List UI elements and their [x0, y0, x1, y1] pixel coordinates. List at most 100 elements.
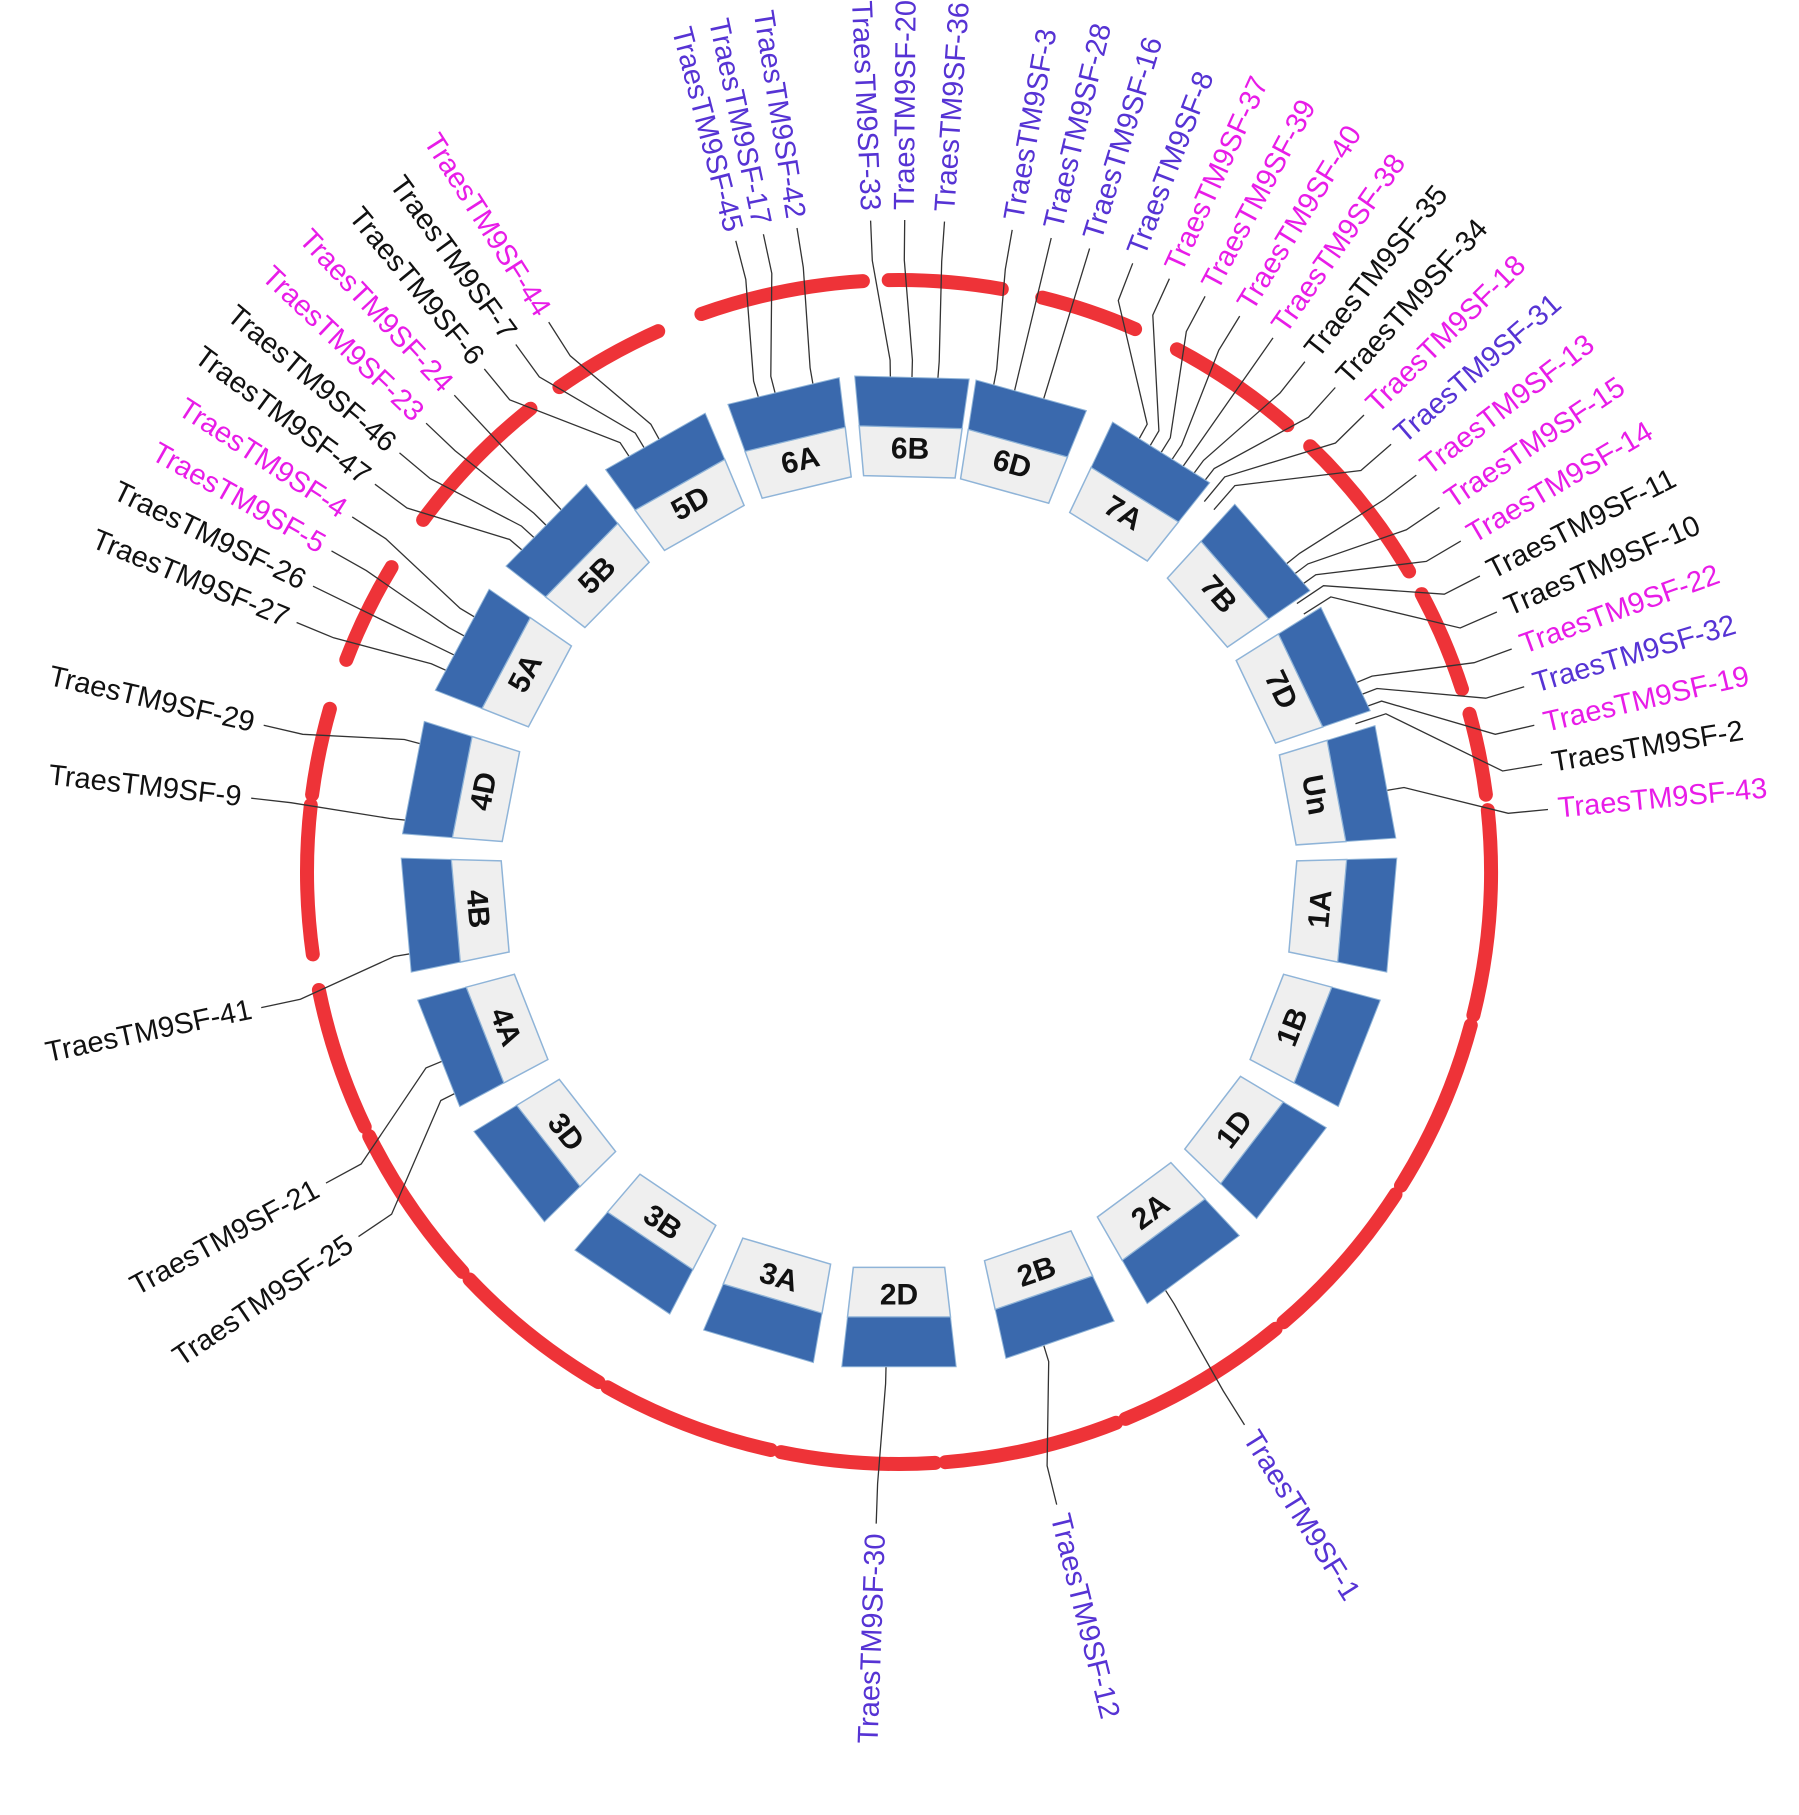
gene-link-line: [796, 227, 817, 400]
chromosome-1d: 1D: [1183, 1075, 1328, 1220]
gene-link-line: [296, 621, 461, 678]
chromosome-name: 6B: [890, 432, 929, 466]
chromosome-4d: 4D: [401, 720, 521, 843]
chromosome-3b: 3B: [574, 1173, 717, 1315]
chromosome-block: [1293, 986, 1381, 1108]
gene-link-line: [1038, 1330, 1058, 1505]
gene-link-line: [989, 229, 1013, 401]
synteny-arc: [300, 798, 320, 962]
synteny-arc: [311, 983, 372, 1134]
chromosome-un: Un: [1278, 724, 1397, 846]
chromosome-block: [1220, 1101, 1328, 1220]
gene-link-line: [425, 422, 558, 537]
chromosome-block: [1277, 606, 1371, 728]
chromosome-2d: 2D: [841, 1266, 957, 1368]
chromosome-4a: 4A: [417, 973, 549, 1108]
chromosome-6d: 6D: [959, 379, 1088, 505]
synteny-arc: [1466, 803, 1499, 1023]
gene-label: TraesTM9SF-29: [46, 660, 258, 738]
gene-link-line: [903, 219, 914, 393]
chromosome-name: 4D: [464, 769, 504, 813]
gene-link-line: [453, 394, 573, 522]
gene-link-line: [399, 452, 546, 549]
synteny-arc: [305, 701, 337, 802]
synteny-arc: [1035, 290, 1143, 337]
synteny-arc: [1394, 1018, 1478, 1193]
gene-link-line: [374, 483, 535, 561]
gene-link-line: [1355, 713, 1543, 772]
gene-link-line: [1289, 540, 1462, 594]
synteny-arc: [416, 401, 538, 527]
chromosome-name: 4B: [459, 888, 495, 929]
synteny-arc: [552, 324, 666, 395]
chromosome-block: [473, 1104, 581, 1223]
gene-label: TraesTM9SF-20: [889, 0, 923, 210]
chromosome-block: [702, 1283, 823, 1364]
chromosome-block: [417, 986, 505, 1108]
gene-link-line: [515, 344, 653, 461]
gene-label: TraesTM9SF-33: [845, 0, 886, 211]
synteny-arc: [1303, 439, 1417, 579]
chromosome-block: [400, 857, 461, 973]
chromosome-block: [841, 1316, 957, 1368]
synteny-arc: [774, 1445, 943, 1471]
chromosome-7b: 7B: [1166, 503, 1311, 649]
gene-link-line: [1274, 474, 1417, 574]
synteny-arc: [462, 1272, 606, 1390]
gene-link-line: [1351, 700, 1535, 735]
gene-label: TraesTM9SF-30: [853, 1533, 892, 1744]
chromosome-name: 1A: [1302, 888, 1338, 929]
gene-link-line: [351, 516, 488, 626]
chromosome-block: [505, 483, 619, 598]
gene-label: TraesTM9SF-12: [1044, 1510, 1126, 1722]
chromosome-name: 2D: [880, 1279, 918, 1312]
gene-links-layer: [251, 219, 1549, 1524]
chromosome-block: [1337, 857, 1398, 973]
chromosome-6a: 6A: [727, 376, 853, 500]
chromosome-2b: 2B: [983, 1229, 1115, 1360]
gene-link-line: [1303, 596, 1498, 629]
chromosome-3d: 3D: [473, 1078, 617, 1223]
chromosome-7d: 7D: [1235, 606, 1371, 745]
chromosome-5a: 5A: [434, 588, 573, 728]
gene-link-line: [1038, 248, 1091, 414]
chromosome-6b: 6B: [854, 375, 970, 479]
chromosome-block: [727, 376, 846, 452]
chromosome-3a: 3A: [702, 1237, 832, 1364]
chromosome-block: [1090, 421, 1211, 523]
chromosome-block: [1326, 724, 1397, 843]
gene-link-line: [1342, 648, 1512, 689]
chromosome-name: Un: [1295, 772, 1335, 817]
gene-label: TraesTM9SF-9: [47, 759, 243, 813]
gene-link-line: [251, 797, 422, 823]
gene-link-line: [325, 1055, 456, 1184]
chromosome-block: [1121, 1198, 1241, 1305]
synteny-arc: [1414, 587, 1469, 697]
chromosome-5d: 5D: [604, 412, 746, 552]
synteny-arc: [1169, 342, 1295, 433]
gene-link-line: [1117, 263, 1148, 453]
synteny-arc: [1462, 706, 1493, 802]
gene-link-line: [869, 220, 892, 393]
synteny-arc: [600, 1380, 778, 1457]
chromosome-block: [967, 379, 1088, 458]
chromosome-block: [854, 375, 970, 430]
chromosome-7a: 7A: [1068, 421, 1211, 562]
gene-link-line: [1346, 686, 1525, 701]
synteny-arc: [881, 273, 1009, 296]
gene-link-line: [548, 321, 667, 453]
gene-link-line: [1010, 237, 1052, 406]
gene-link-line: [261, 950, 426, 1009]
synteny-arc: [694, 274, 870, 321]
gene-link-line: [1203, 414, 1365, 503]
chromosome-5b: 5B: [505, 483, 651, 629]
chromosome-block: [994, 1275, 1115, 1360]
gene-link-line: [936, 221, 946, 394]
synteny-arc: [1276, 1187, 1403, 1330]
synteny-arc: [362, 1129, 470, 1279]
synteny-arc: [938, 1415, 1123, 1470]
gene-link-line: [1372, 786, 1549, 814]
gene-link-line: [1152, 295, 1206, 466]
